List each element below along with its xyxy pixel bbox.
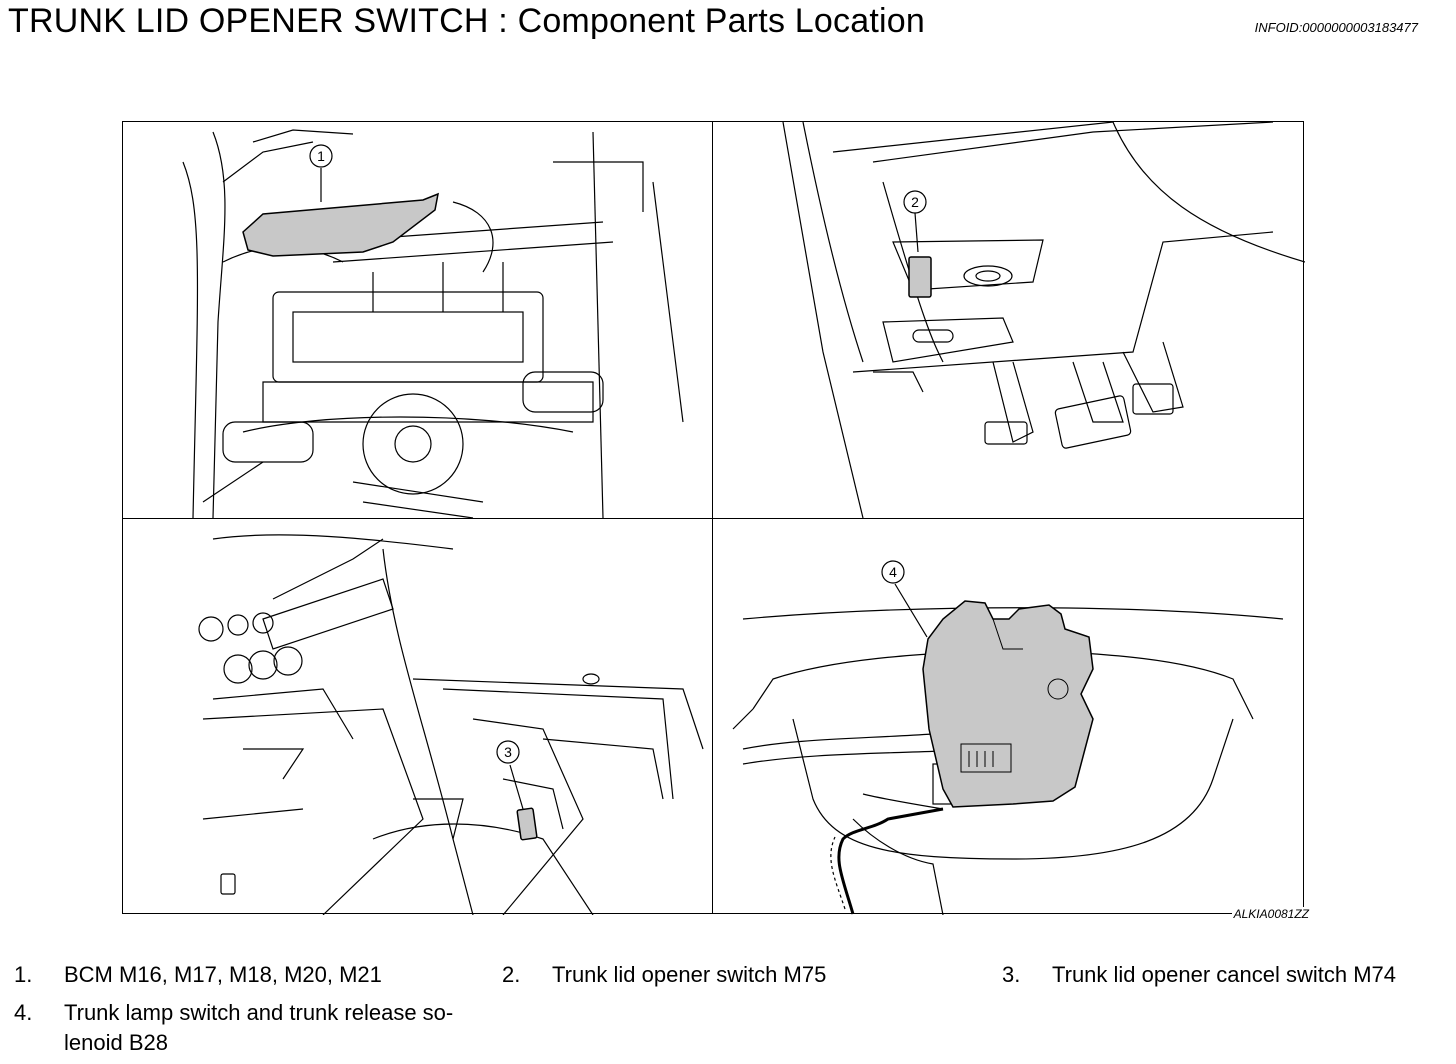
- vertical-divider: [712, 122, 713, 913]
- opener-switch-illustration: 2: [782, 122, 1305, 518]
- callout-2: 2: [911, 194, 919, 210]
- callout-3: 3: [504, 744, 512, 760]
- panel-cancel-switch: 3: [123, 519, 712, 915]
- legend-text: Trunk lamp switch and trunk release so-: [64, 1000, 454, 1025]
- component-location-figure: 1: [122, 121, 1311, 921]
- figure-code: ALKIA0081ZZ: [1231, 907, 1311, 921]
- legend-number: 1.: [14, 962, 33, 987]
- legend-text: Trunk lid opener cancel switch M74: [1052, 962, 1397, 987]
- panel-release-solenoid: 4: [713, 519, 1305, 915]
- legend-text: Trunk lid opener switch M75: [552, 962, 827, 987]
- panel-bcm: 1: [123, 122, 712, 518]
- legend-text: BCM M16, M17, M18, M20, M21: [64, 962, 382, 987]
- horizontal-divider: [123, 518, 1303, 519]
- cancel-switch-illustration: 3: [198, 534, 704, 915]
- info-id: INFOID:0000000003183477: [1254, 20, 1418, 35]
- legend-number: 2.: [502, 962, 521, 987]
- legend-number: 3.: [1002, 962, 1021, 987]
- release-solenoid-illustration: 4: [732, 560, 1284, 915]
- solenoid-shaded: [922, 600, 1094, 808]
- cancel-switch-shaded: [516, 807, 538, 841]
- bcm-shaded-part: [242, 192, 439, 257]
- page-title: TRUNK LID OPENER SWITCH : Component Part…: [8, 2, 925, 40]
- panel-opener-switch: 2: [713, 122, 1305, 518]
- opener-switch-shaded: [908, 256, 932, 298]
- callout-4: 4: [889, 564, 897, 580]
- callout-1: 1: [317, 148, 325, 164]
- bcm-illustration: 1: [182, 129, 684, 518]
- legend-text-continued: lenoid B28: [64, 1030, 168, 1055]
- legend-number: 4.: [14, 1000, 33, 1025]
